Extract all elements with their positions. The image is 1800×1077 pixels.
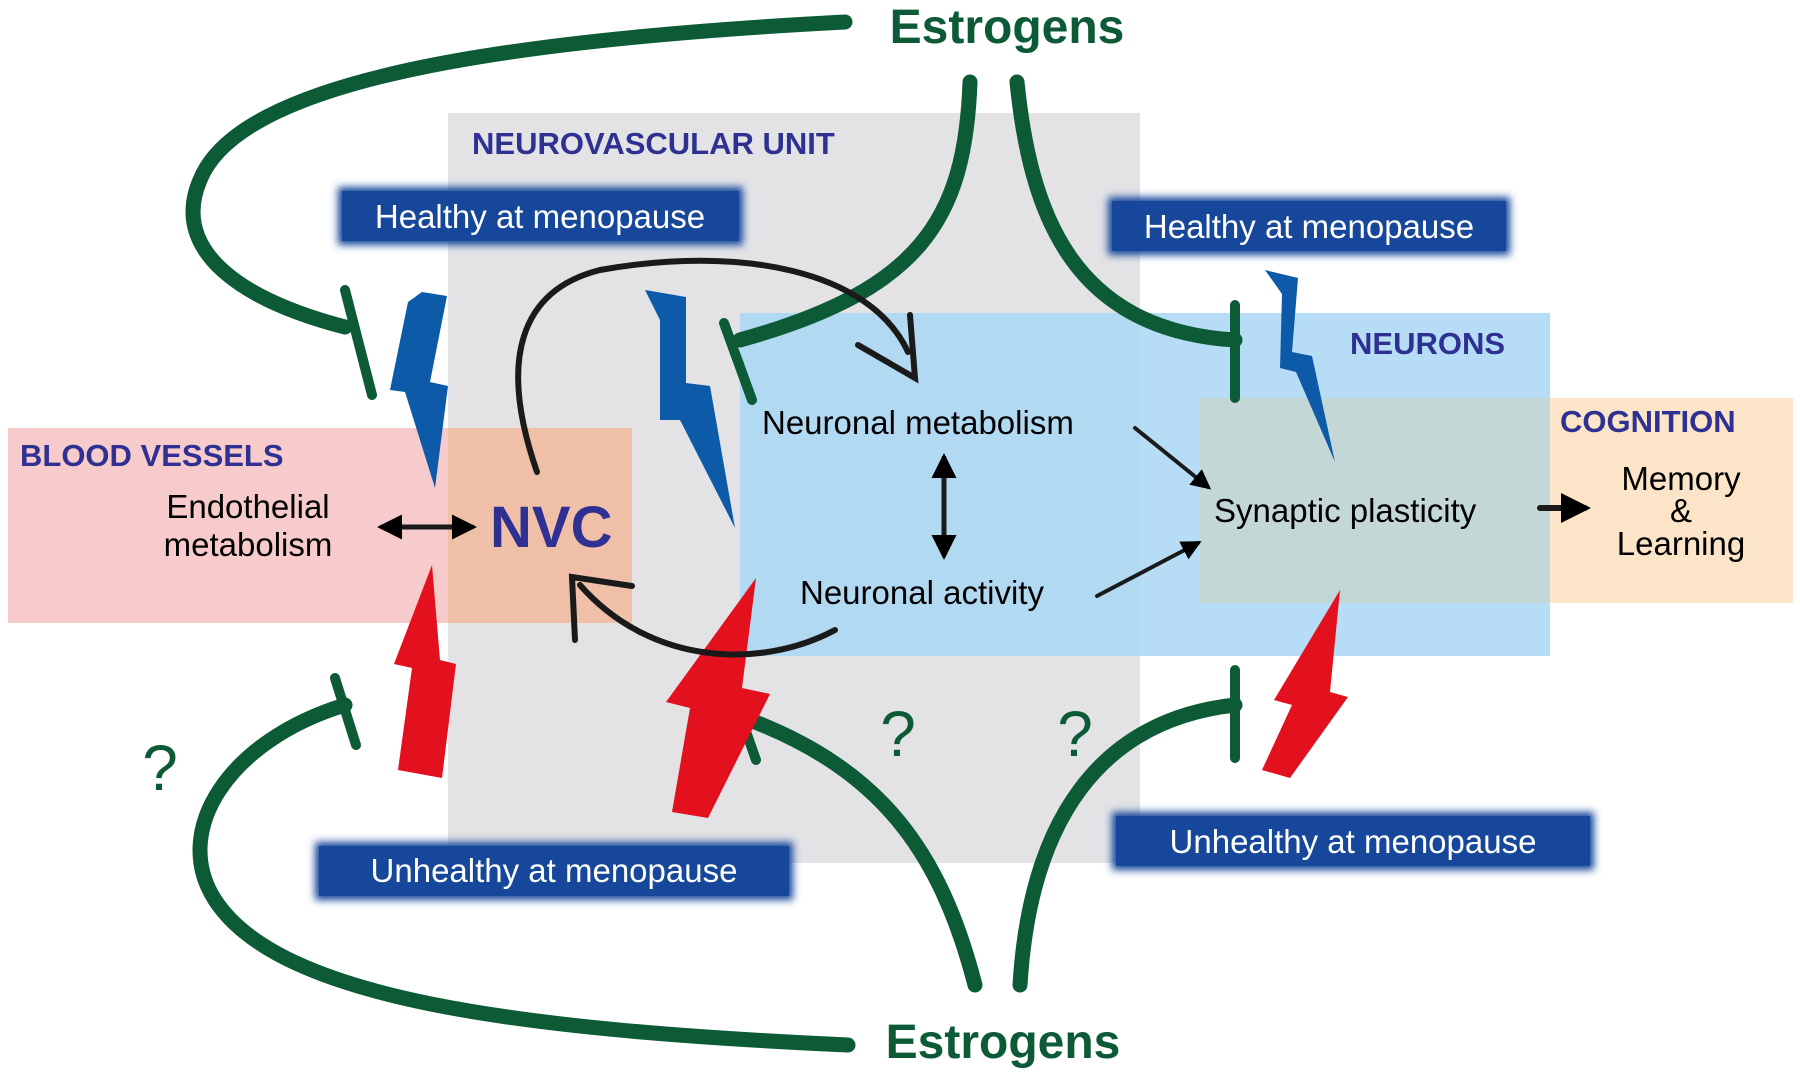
process-arrows bbox=[377, 257, 1591, 658]
unhealthy-badge-left-text: Unhealthy at menopause bbox=[371, 852, 738, 889]
unhealthy-badge-right-text: Unhealthy at menopause bbox=[1170, 823, 1537, 860]
estrogens-label-bottom: Estrogens bbox=[886, 1016, 1121, 1069]
neurovascular-unit-title: NEUROVASCULAR UNIT bbox=[472, 126, 835, 161]
estrogen-inhibition-curves-top bbox=[185, 14, 1243, 405]
estrogen-curve-to-vessels-healthy bbox=[185, 14, 853, 335]
neuronal-metabolism-label: Neuronal metabolism bbox=[762, 404, 1074, 441]
lightning-bolt-healthy-synapse bbox=[1265, 270, 1335, 462]
memory-learning-label-1: Memory bbox=[1621, 460, 1741, 497]
arrow-neuronal-activity-to-nvc bbox=[577, 582, 838, 658]
question-mark-vessels: ? bbox=[142, 732, 178, 804]
arrow-nvc-to-neuronal-metabolism bbox=[515, 257, 911, 475]
unhealthy-badge-right: Unhealthy at menopause bbox=[1112, 812, 1594, 870]
nvc-label: NVC bbox=[490, 495, 612, 560]
lightning-bolt-unhealthy-neurons bbox=[666, 578, 770, 818]
estrogen-inhibition-curves-bottom bbox=[192, 665, 1243, 1053]
question-mark-synapse: ? bbox=[1057, 698, 1093, 770]
question-mark-neurons: ? bbox=[880, 698, 916, 770]
arrow-activity-to-synaptic bbox=[1095, 541, 1202, 598]
estrogens-label-top: Estrogens bbox=[890, 1, 1125, 54]
arrowhead-nvc bbox=[568, 573, 635, 643]
memory-learning-label-2: & bbox=[1670, 492, 1692, 529]
healthy-lightning-bolts bbox=[390, 270, 1335, 528]
healthy-badge-right: Healthy at menopause bbox=[1108, 197, 1510, 255]
nvc-overlap bbox=[448, 428, 632, 623]
cognition-title: COGNITION bbox=[1560, 404, 1736, 439]
inhibition-bar-vessels-unhealthy bbox=[330, 673, 361, 750]
memory-learning-label-3: Learning bbox=[1617, 525, 1745, 562]
healthy-badge-left-text: Healthy at menopause bbox=[375, 198, 705, 235]
unhealthy-lightning-bolts bbox=[394, 565, 1348, 818]
unhealthy-badge-left: Unhealthy at menopause bbox=[315, 842, 793, 900]
estrogen-curve-to-neurons-healthy bbox=[732, 74, 978, 348]
arrowhead-neuronal-metabolism bbox=[855, 312, 919, 384]
blood-vessels-title: BLOOD VESSELS bbox=[20, 438, 284, 473]
neurons-title: NEURONS bbox=[1350, 326, 1505, 361]
lightning-bolt-healthy-neurons bbox=[645, 290, 735, 528]
lightning-bolt-unhealthy-vessels bbox=[394, 565, 456, 778]
estrogen-curve-to-synapse-healthy bbox=[1009, 74, 1243, 348]
estrogen-curve-to-synapse-unhealthy bbox=[1012, 697, 1243, 993]
estrogen-curve-to-neurons-unhealthy bbox=[742, 712, 983, 993]
neuronal-activity-label: Neuronal activity bbox=[800, 574, 1044, 611]
healthy-badge-left: Healthy at menopause bbox=[338, 187, 743, 245]
endothelial-metabolism-label-2: metabolism bbox=[164, 526, 333, 563]
healthy-badge-right-text: Healthy at menopause bbox=[1144, 208, 1474, 245]
synaptic-overlap bbox=[1200, 398, 1550, 603]
lightning-bolt-healthy-vessels bbox=[390, 292, 448, 488]
arrow-metabolism-to-synaptic bbox=[1133, 426, 1212, 490]
estrogen-curve-to-vessels-unhealthy bbox=[192, 697, 856, 1053]
endothelial-metabolism-label-1: Endothelial bbox=[166, 488, 329, 525]
lightning-bolt-unhealthy-synapse bbox=[1262, 590, 1348, 778]
inhibition-bar-vessels-healthy bbox=[340, 285, 377, 400]
inhibition-bar-neurons-healthy bbox=[719, 318, 757, 405]
synaptic-plasticity-label: Synaptic plasticity bbox=[1214, 492, 1477, 529]
